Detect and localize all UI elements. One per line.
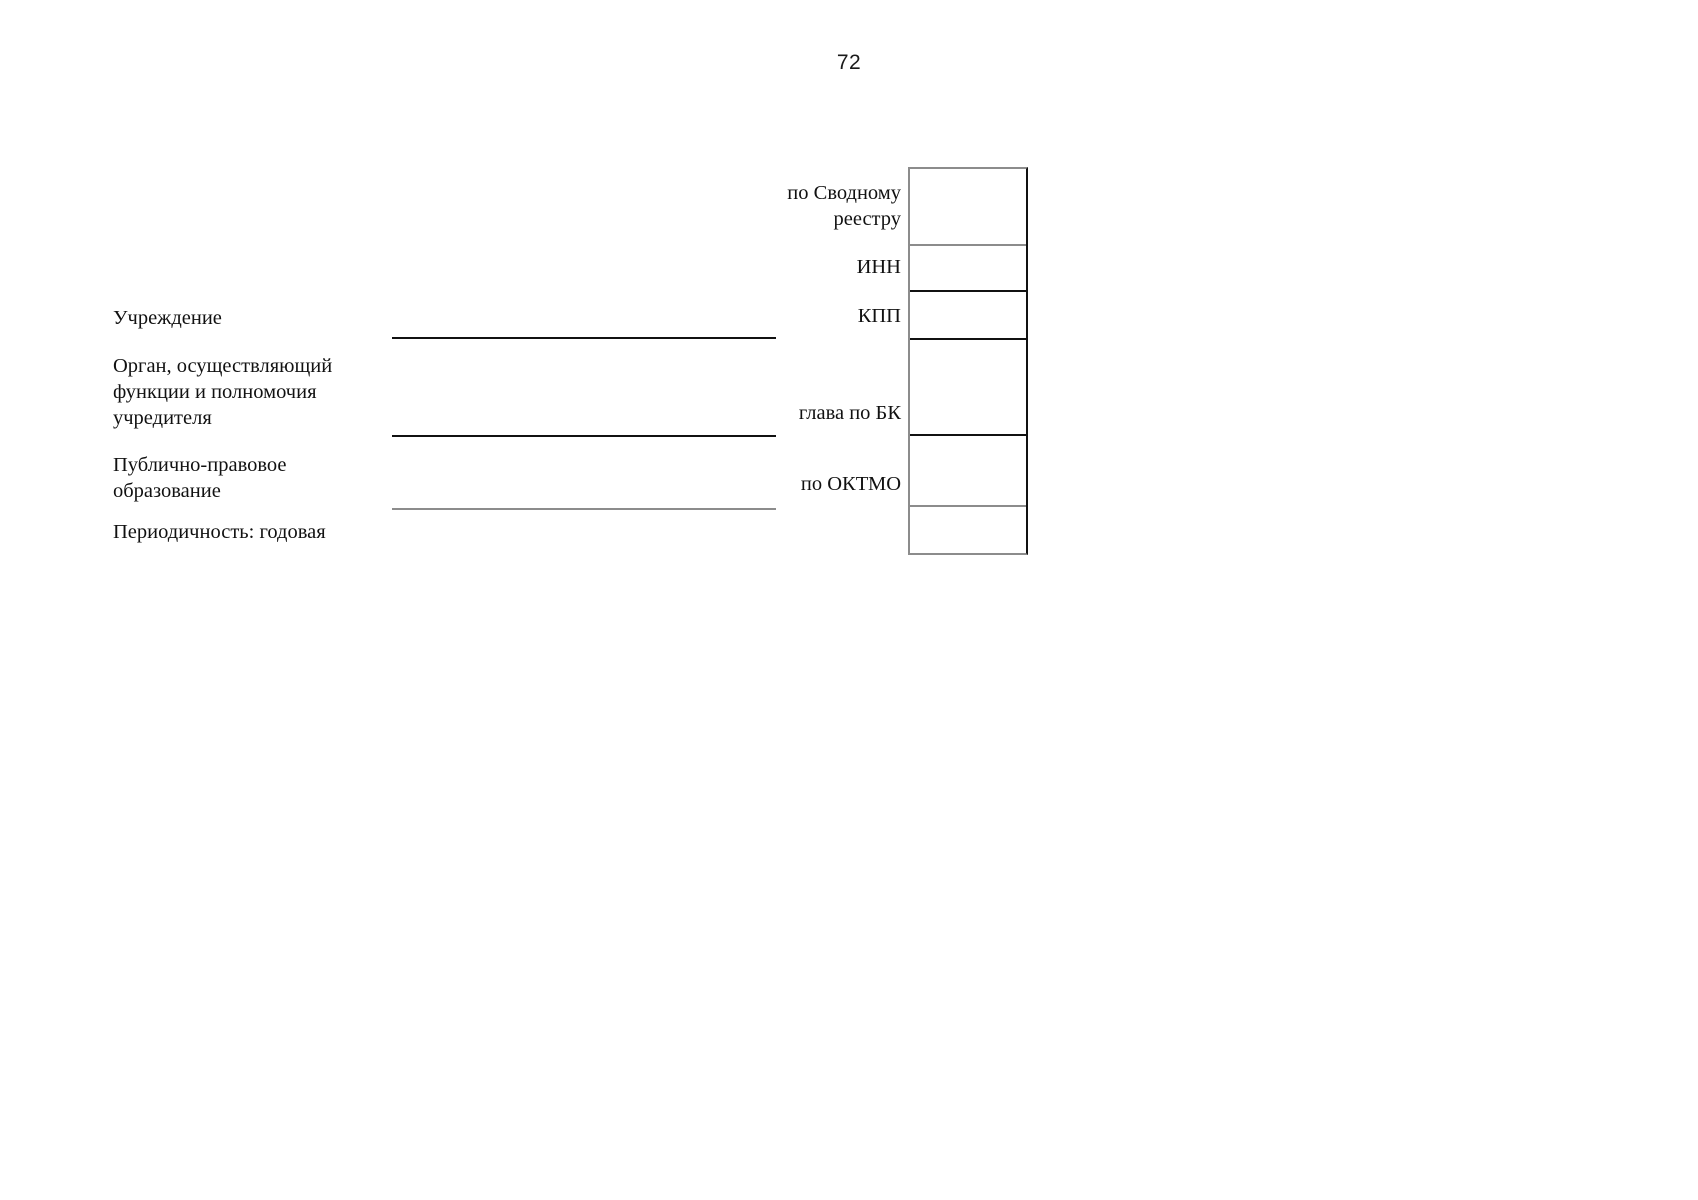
code-caption-glava-po-bk: глава по БК xyxy=(798,402,901,424)
code-caption-svodnyi-reestr: по Сводному реестру xyxy=(787,182,901,230)
code-caption-inn: ИНН xyxy=(856,256,901,278)
fill-line-institution[interactable] xyxy=(392,337,776,339)
code-cell-inn[interactable] xyxy=(910,246,1026,292)
code-boxes-table xyxy=(908,167,1028,555)
form-label-founder-body: Орган, осуществляющий функции и полномоч… xyxy=(113,355,333,429)
code-caption-kpp: КПП xyxy=(857,305,901,327)
fill-line-founder-body[interactable] xyxy=(392,435,776,437)
form-label-periodicity: Периодичность: годовая xyxy=(113,521,326,543)
code-cell-glava-po-bk[interactable] xyxy=(910,340,1026,436)
code-caption-po-oktmo: по ОКТМО xyxy=(800,473,901,495)
code-cell-po-oktmo[interactable] xyxy=(910,436,1026,507)
fill-line-public-legal-entity[interactable] xyxy=(392,508,776,510)
code-cell-extra[interactable] xyxy=(910,507,1026,553)
code-cell-svodnyi-reestr[interactable] xyxy=(910,169,1026,246)
code-cell-kpp[interactable] xyxy=(910,292,1026,340)
form-label-public-legal-entity: Публично-правовое образование xyxy=(113,454,287,502)
page-number: 72 xyxy=(836,51,862,74)
form-label-institution: Учреждение xyxy=(113,307,222,329)
